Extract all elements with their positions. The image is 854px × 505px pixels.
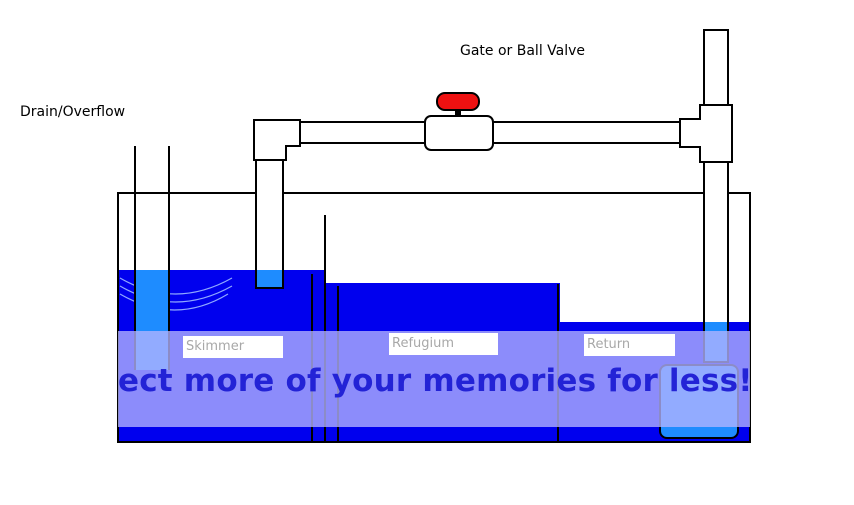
left-elbow: [253, 119, 301, 161]
return-label: Return: [584, 334, 675, 356]
water-swirl: [119, 277, 233, 311]
drain-overflow-label: Drain/Overflow: [20, 104, 126, 120]
intake-pipe: [255, 157, 284, 289]
sump-tank: [117, 192, 751, 443]
return-pipe-upper: [703, 29, 729, 107]
valve-handle: [436, 92, 480, 111]
valve-stem: [455, 108, 461, 117]
valve-body: [424, 115, 494, 151]
refugium-label: Refugium: [389, 333, 498, 355]
watermark-text: ect more of your memories for less!: [118, 363, 750, 399]
valve-label: Gate or Ball Valve: [460, 43, 586, 59]
skimmer-label: Skimmer: [183, 336, 283, 358]
right-tee: [679, 104, 733, 163]
intake-pipe-water: [257, 270, 282, 287]
